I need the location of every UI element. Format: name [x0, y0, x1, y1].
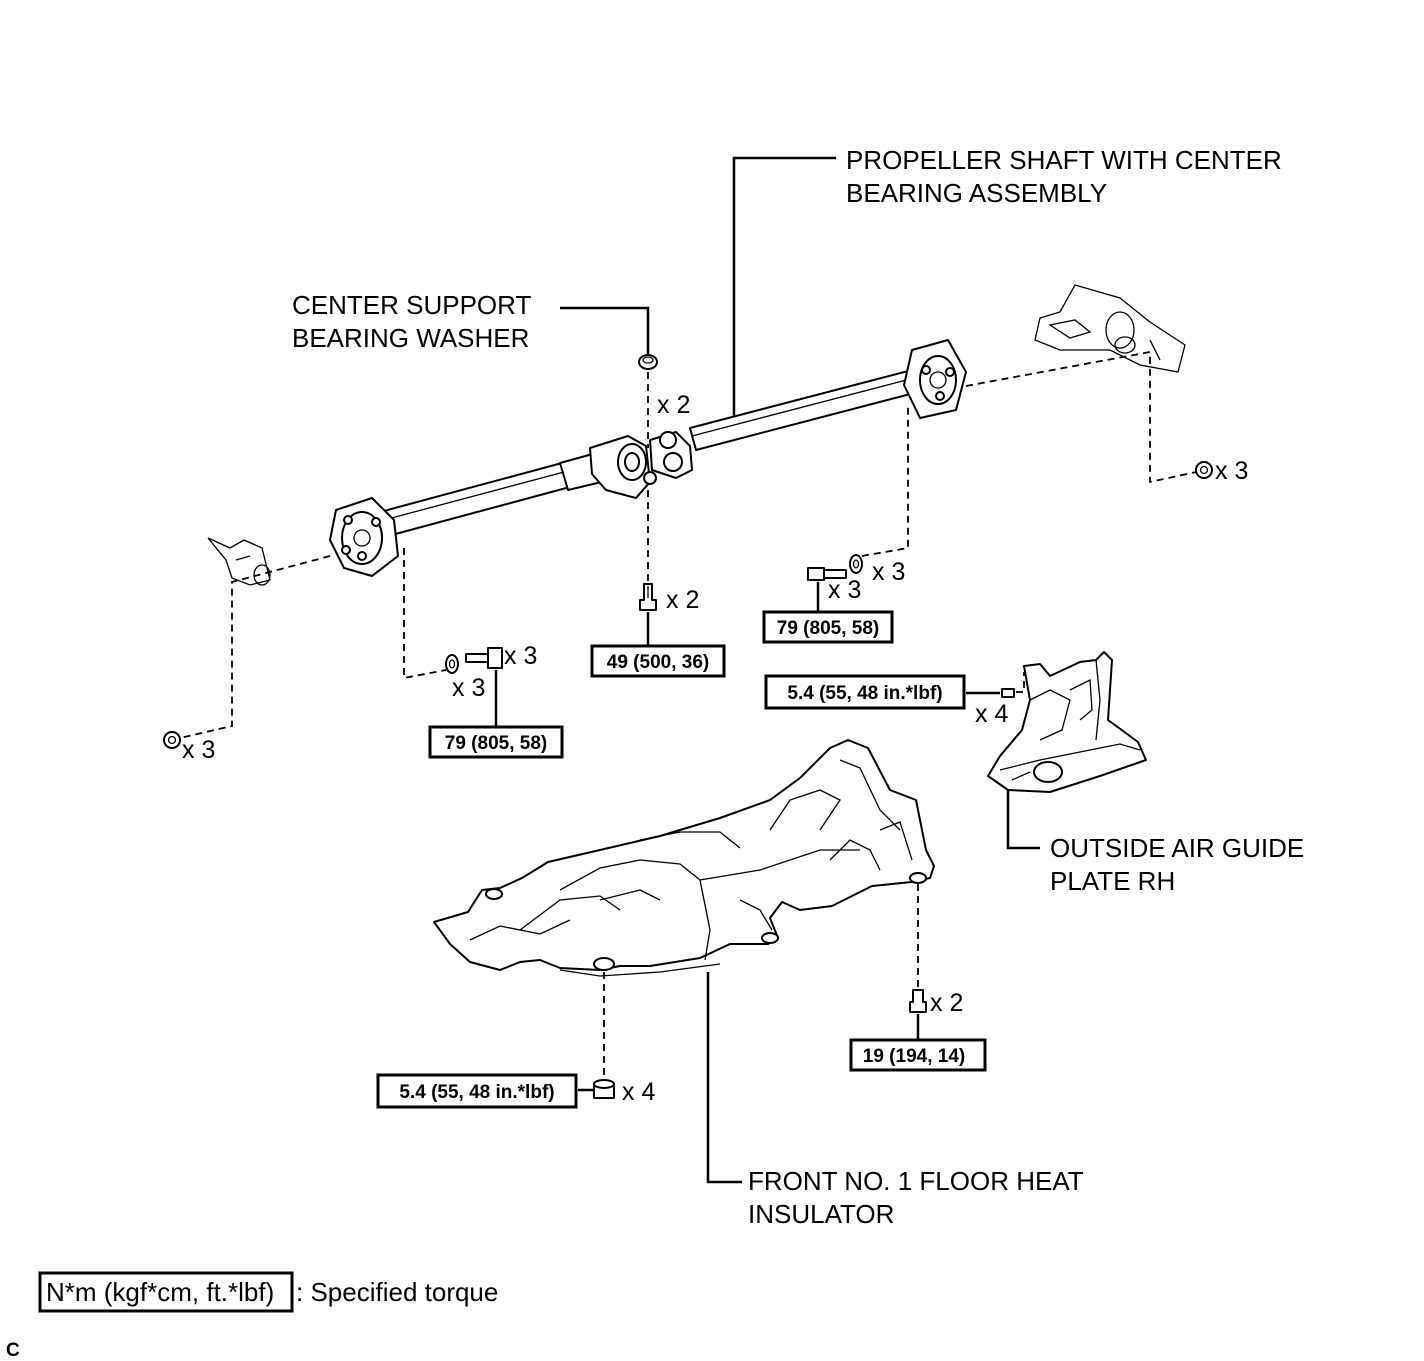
insulator-bolt-torque: 19 (194, 14) — [863, 1046, 965, 1067]
front-flange-nut — [163, 731, 181, 749]
floor-heat-insulator-drawing — [433, 739, 935, 977]
rear-bolt-quantity: x 3 — [828, 576, 861, 604]
front-washer-quantity: x 3 — [452, 674, 485, 702]
rear-flange-bolt — [807, 567, 847, 581]
floor-heat-insulator-label-line1: FRONT NO. 1 FLOOR HEAT — [748, 1166, 1084, 1196]
center-bolt-torque: 49 (500, 36) — [607, 652, 709, 673]
rear-washer-quantity: x 3 — [872, 558, 905, 586]
center-support-washer-label-line1: CENTER SUPPORT — [292, 290, 531, 320]
guide-bolt-quantity: x 4 — [975, 700, 1008, 728]
insulator-bolt — [909, 989, 927, 1013]
front-flange-washer — [445, 654, 459, 674]
front-flange-bolt — [465, 647, 503, 669]
propeller-shaft-label-line1: PROPELLER SHAFT WITH CENTER — [846, 145, 1282, 175]
center-support-bearing-washer — [638, 354, 658, 370]
front-bolt-quantity: x 3 — [504, 642, 537, 670]
washer-quantity: x 2 — [657, 391, 690, 419]
center-bolt-quantity: x 2 — [666, 586, 699, 614]
propeller-shaft-drawing — [329, 339, 967, 577]
outside-air-guide-plate-drawing — [987, 651, 1147, 793]
insulator-nut-quantity: x 4 — [622, 1078, 655, 1106]
guide-bolt-torque: 5.4 (55, 48 in.*lbf) — [787, 683, 942, 704]
rear-flange-nut — [1195, 461, 1213, 479]
rear-bolt-torque: 79 (805, 58) — [777, 618, 879, 639]
front-nut-quantity: x 3 — [182, 736, 215, 764]
front-bolt-torque: 79 (805, 58) — [445, 733, 547, 754]
floor-heat-insulator-label-line2: INSULATOR — [748, 1199, 894, 1229]
propeller-shaft-label-line2: BEARING ASSEMBLY — [846, 178, 1107, 208]
outside-air-guide-label-line2: PLATE RH — [1050, 866, 1175, 896]
insulator-bolt-quantity: x 2 — [930, 989, 963, 1017]
center-bearing-bolt — [639, 583, 657, 611]
legend-description: : Specified torque — [296, 1277, 498, 1307]
insulator-nut-torque: 5.4 (55, 48 in.*lbf) — [399, 1082, 554, 1103]
transmission-flange-sketch — [207, 537, 271, 586]
outside-air-guide-label-line1: OUTSIDE AIR GUIDE — [1050, 833, 1304, 863]
rear-nut-quantity: x 3 — [1215, 457, 1248, 485]
legend-torque-box-text: N*m (kgf*cm, ft.*lbf) — [46, 1277, 274, 1307]
center-support-washer-label-line2: BEARING WASHER — [292, 323, 529, 353]
corner-mark: C — [6, 1340, 20, 1361]
insulator-nut — [593, 1079, 615, 1099]
rear-flange-washer — [849, 554, 863, 574]
guide-plate-bolt — [1001, 688, 1015, 698]
